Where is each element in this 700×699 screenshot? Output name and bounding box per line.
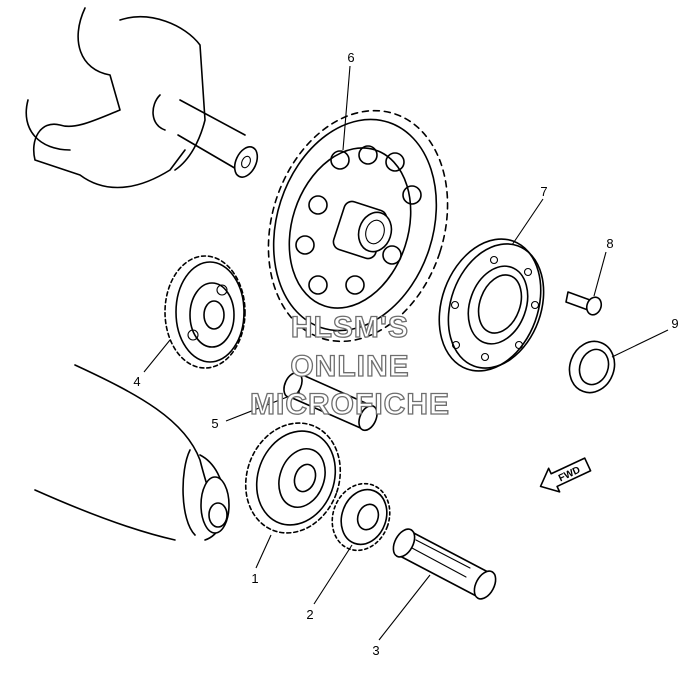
callout-8: 8 [606, 236, 613, 251]
leader-lines [143, 65, 669, 641]
callout-2: 2 [306, 607, 313, 622]
watermark: HLSM'S ONLINE MICROFICHE [249, 310, 450, 421]
pin-5 [283, 371, 378, 432]
callout-4: 4 [133, 374, 140, 389]
callout-6: 6 [347, 50, 354, 65]
fwd-direction-arrow: FWD [539, 457, 592, 493]
watermark-line-3: MICROFICHE [250, 388, 450, 421]
callout-7: 7 [540, 184, 547, 199]
shaft-3 [392, 528, 497, 600]
bolt-8 [565, 291, 603, 316]
gear-2 [331, 482, 391, 552]
output-shaft-housing [34, 364, 230, 541]
gear-1 [244, 422, 342, 534]
watermark-line-2: ONLINE [290, 350, 409, 383]
callout-3: 3 [372, 643, 379, 658]
gear-4 [164, 255, 246, 369]
cover-7 [438, 238, 545, 372]
callout-labels: 1 2 3 4 5 6 7 8 9 [133, 50, 678, 658]
crankshaft [25, 7, 259, 189]
callout-9: 9 [671, 316, 678, 331]
callout-1: 1 [251, 571, 258, 586]
callout-5: 5 [211, 416, 218, 431]
washer-9 [568, 340, 616, 394]
large-gear-6 [267, 109, 449, 343]
watermark-line-1: HLSM'S [291, 311, 409, 344]
